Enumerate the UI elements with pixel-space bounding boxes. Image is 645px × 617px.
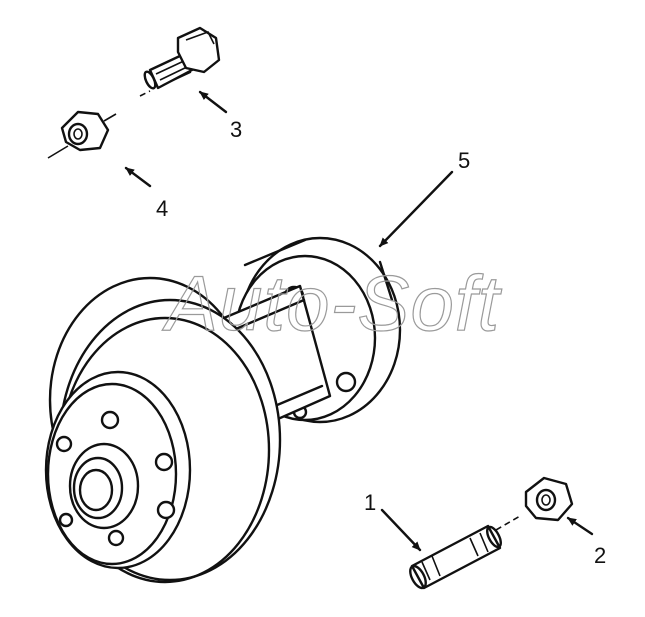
watermark-text: Auto-Soft: [162, 259, 503, 347]
water-pump-assembly-part-5: [44, 236, 402, 584]
callout-3: 3: [230, 117, 242, 142]
callout-1: 1: [364, 490, 376, 515]
nut-part-2: [524, 476, 574, 522]
callout-5: 5: [458, 148, 470, 173]
nut-part-4: [47, 110, 117, 159]
stud-part-1: [409, 515, 521, 590]
callout-4: 4: [156, 196, 168, 221]
callout-2: 2: [594, 543, 606, 568]
leader-arrows: [124, 90, 594, 552]
bolt-part-3: [139, 26, 221, 97]
